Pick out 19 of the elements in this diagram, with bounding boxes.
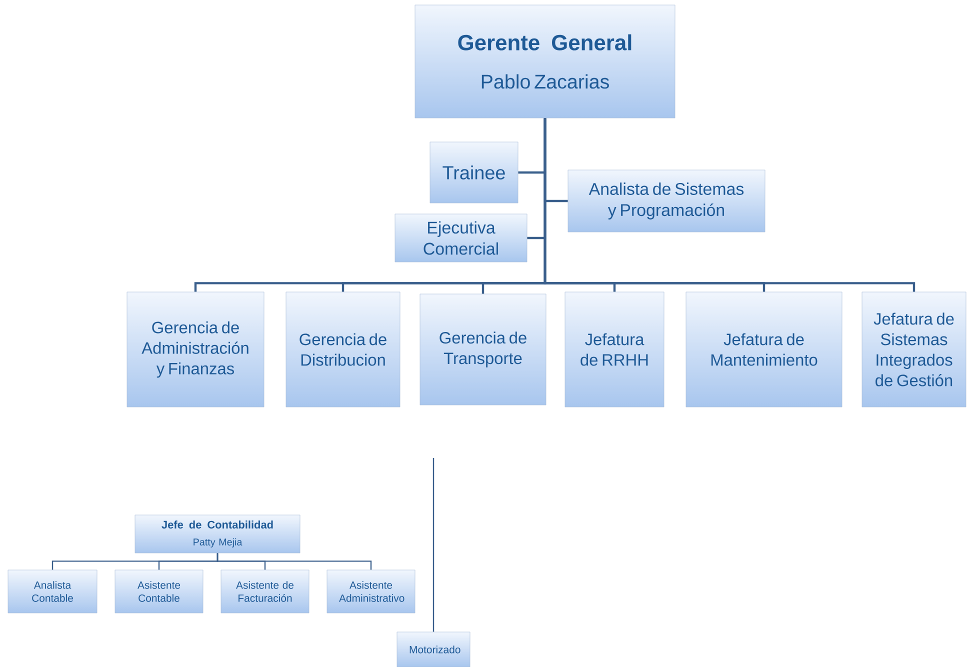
position-box: Gerente General Pablo Zacarias [414,4,676,118]
position-box: Asistente de Facturación [220,570,310,614]
position-box: Jefe de Contabilidad Patty Mejia [134,514,300,554]
position-box: Jefatura de Sistemas Integrados de Gestión [862,292,966,408]
position-box: Asistente Administrativo [326,570,416,614]
position-box: Gerencia de Distribucion [286,292,400,408]
position-box: Asistente Contable [114,570,204,614]
connector-line [544,118,916,292]
position-box: Jefatura de Mantenimiento [686,292,842,408]
position-box: Gerencia de Administración y Finanzas [126,292,264,408]
connector-line [432,458,434,632]
position-box: Analista Contable [8,570,98,614]
position-box: Motorizado [396,632,470,667]
connector-line [216,553,372,570]
position-box: Ejecutiva Comercial [394,214,528,262]
position-box: Analista de Sistemas y Programación [568,170,766,232]
position-box: Trainee [430,142,518,204]
position-box: Jefatura de RRHH [564,292,664,408]
position-box: Gerencia de Transporte [420,294,546,406]
